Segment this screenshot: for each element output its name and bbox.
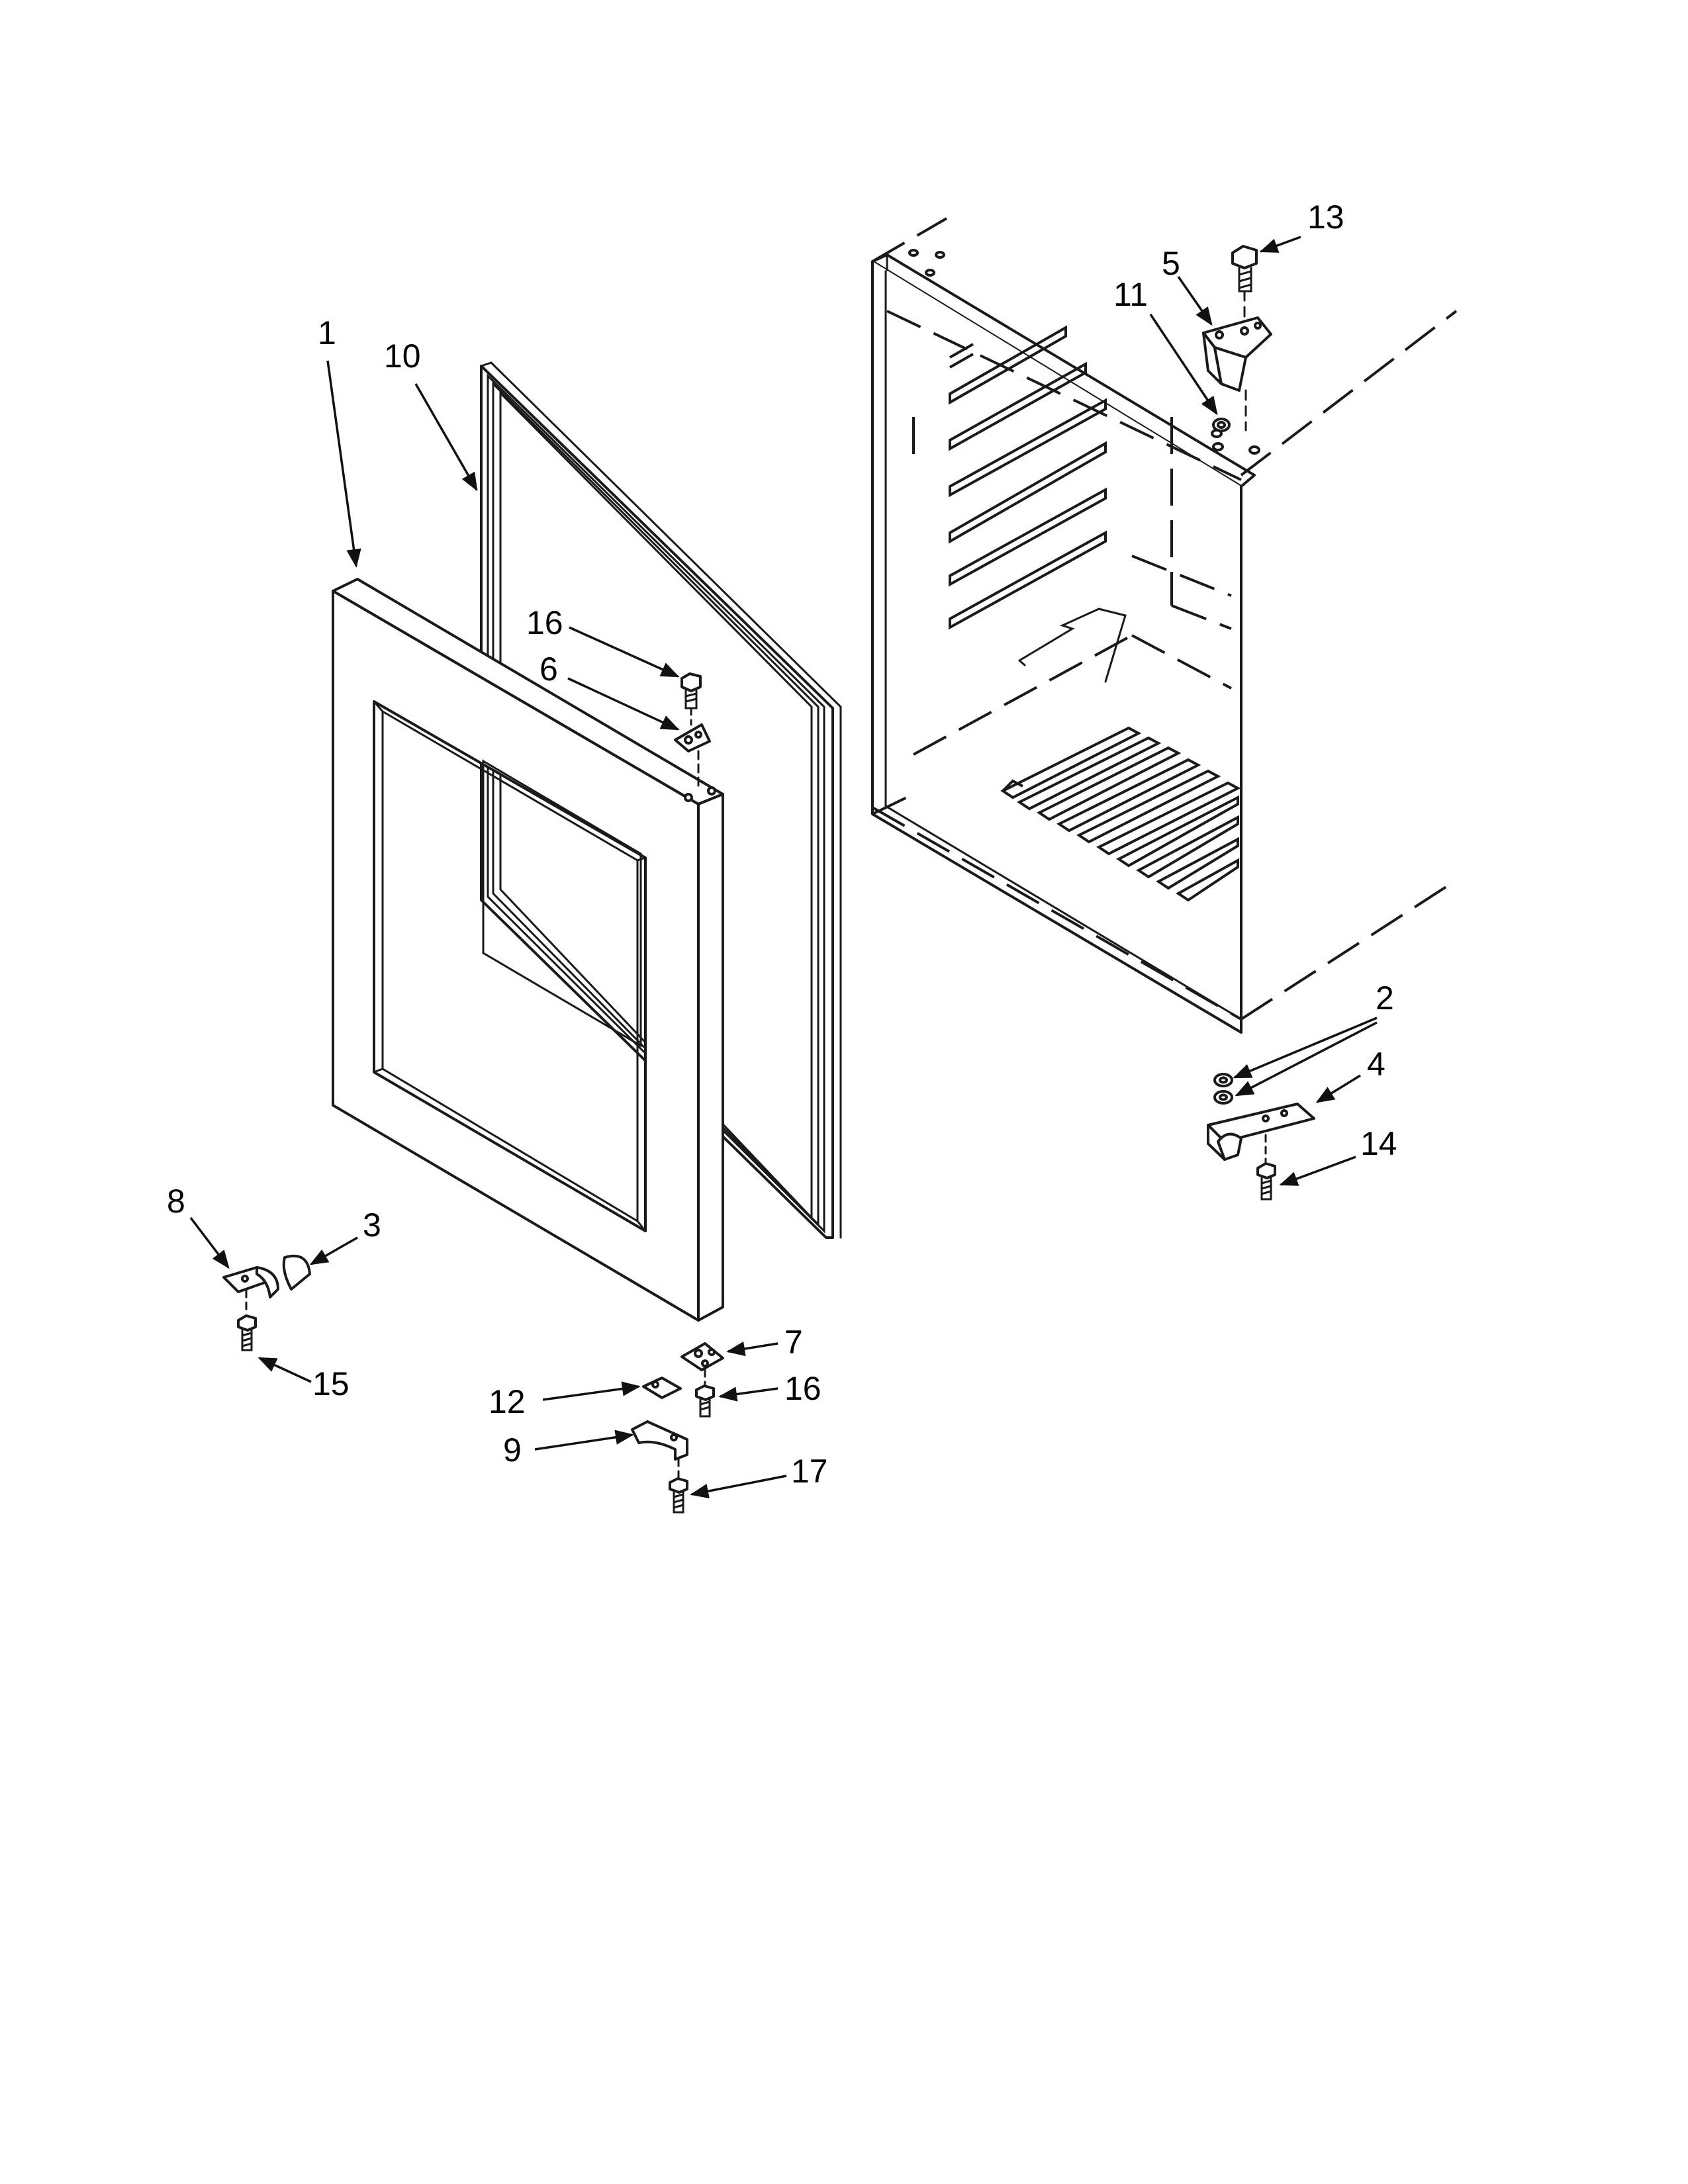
part-8-bracket	[222, 1266, 279, 1298]
callout-14: 14	[1360, 1125, 1397, 1162]
part-11-washer	[1212, 418, 1231, 432]
callout-16-lower: 16	[784, 1370, 821, 1407]
cabinet-vent-slots	[949, 325, 1107, 630]
part-9-bottom-bracket	[631, 1420, 688, 1461]
part-17-screw	[669, 1477, 688, 1514]
part-16-screw-lower	[695, 1385, 715, 1418]
callout-11: 11	[1113, 276, 1148, 313]
part-7-hinge-plate	[680, 1342, 724, 1371]
callout-labels: 1 10 16 6 8 3 15 7 12 16 9 17 13 5 11 2 …	[167, 199, 1397, 1490]
callout-9: 9	[503, 1432, 522, 1469]
callout-1: 1	[318, 314, 336, 351]
part-2-washers	[1213, 1073, 1233, 1105]
callout-6: 6	[539, 651, 558, 688]
part-14-screw	[1256, 1162, 1276, 1201]
callout-2: 2	[1376, 979, 1394, 1017]
part-15-screw	[237, 1314, 257, 1351]
callout-13: 13	[1307, 199, 1344, 236]
callout-5: 5	[1162, 245, 1180, 282]
callout-15: 15	[312, 1365, 350, 1402]
cabinet	[871, 217, 1458, 1034]
callout-10: 10	[384, 338, 421, 375]
callout-7: 7	[784, 1324, 803, 1361]
part-3-cap	[282, 1254, 311, 1291]
part-4-bottom-hinge	[1207, 1103, 1315, 1161]
callout-16-upper: 16	[526, 604, 563, 641]
part-6-hinge-plate	[674, 723, 711, 752]
callout-3: 3	[363, 1206, 381, 1244]
part-13-screw	[1231, 245, 1258, 293]
callout-4: 4	[1367, 1046, 1385, 1083]
door-frame	[332, 578, 724, 1322]
part-5-top-hinge	[1202, 316, 1272, 392]
part-12-shim	[642, 1377, 682, 1399]
leader-lines	[189, 236, 1378, 1499]
callout-8: 8	[167, 1183, 185, 1220]
cabinet-floor-grille	[1000, 726, 1241, 902]
callout-17: 17	[791, 1453, 828, 1490]
callout-12: 12	[489, 1383, 526, 1420]
